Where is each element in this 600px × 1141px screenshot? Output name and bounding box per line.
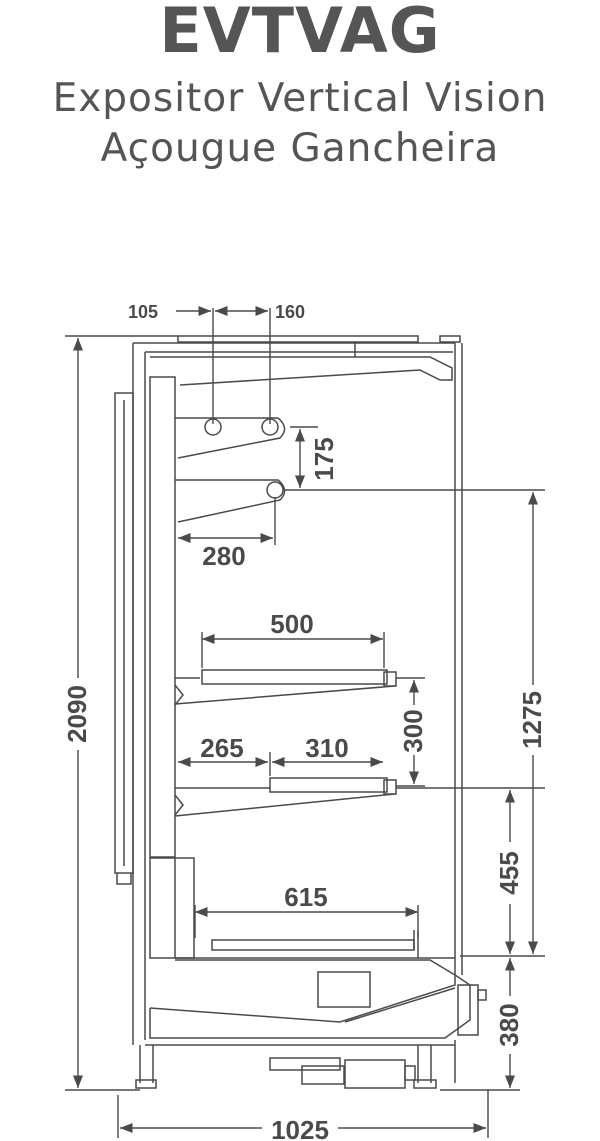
dimension-lines: [65, 305, 545, 1138]
dim-1025-label: 1025: [271, 1115, 329, 1141]
dim-280-label: 280: [202, 541, 245, 571]
dim-380-label: 380: [494, 1003, 524, 1046]
dim-500-label: 500: [270, 609, 313, 639]
dim-175-label: 175: [309, 437, 339, 480]
dim-265-label: 265: [200, 733, 243, 763]
dim-160-label: 160: [275, 302, 305, 322]
dim-2090-label: 2090: [62, 685, 92, 743]
product-code-title: EVTVAG: [159, 0, 441, 67]
dim-105-label: 105: [128, 302, 158, 322]
cabinet-outline: [114, 335, 487, 1089]
shelf-system: [174, 417, 397, 817]
product-name-line1: Expositor Vertical Vision: [52, 76, 548, 121]
product-name-line2: Açougue Gancheira: [100, 126, 500, 171]
dim-300-label: 300: [398, 709, 428, 752]
dim-310-label: 310: [305, 733, 348, 763]
dim-1275-label: 1275: [517, 691, 547, 749]
dim-455-label: 455: [494, 851, 524, 894]
dim-615-label: 615: [284, 882, 327, 912]
